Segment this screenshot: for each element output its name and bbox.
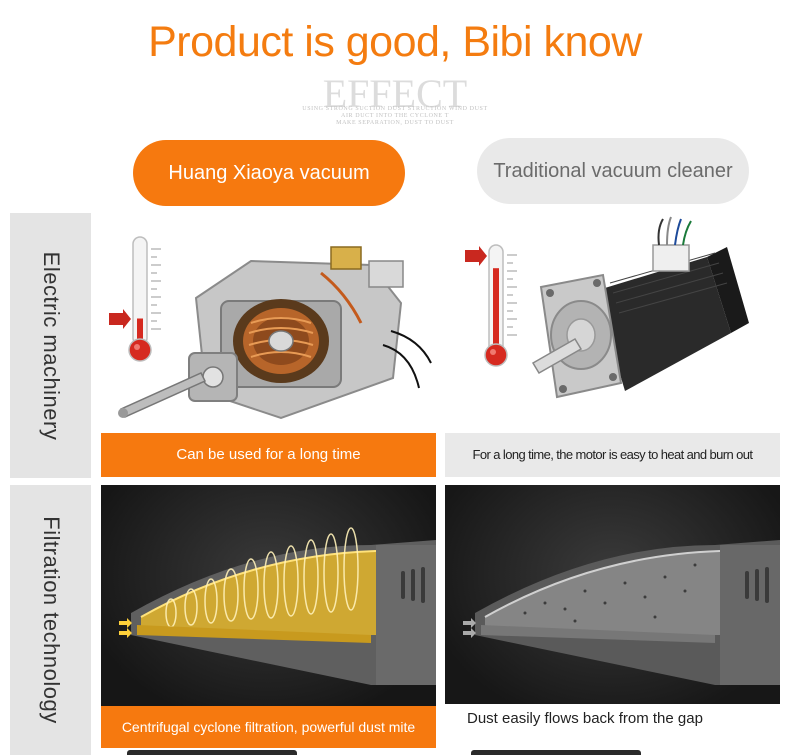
next-panel-edge-left — [101, 748, 436, 755]
effect-watermark: EFFECT — [322, 71, 468, 116]
our-product-pill: Huang Xiaoya vacuum cleaner — [133, 140, 405, 250]
motor-panel-left — [101, 213, 436, 433]
row-label-filtration-text: Filtration technology — [38, 516, 64, 724]
traditional-product-pill: Traditional vacuum cleaner — [477, 138, 749, 204]
row-label-electric: Electric machinery — [10, 213, 91, 478]
watermark-line-3: MAKE SEPARATION, DUST TO DUST — [336, 120, 454, 126]
watermark-line-2: AIR DUCT INTO THE CYCLONE T — [341, 113, 449, 119]
next-panel-edge-right — [445, 748, 780, 755]
motor-panel-right — [445, 213, 780, 433]
traditional-vacuum-image — [463, 540, 780, 685]
caption-filter-right: Dust easily flows back from the gap — [445, 704, 780, 734]
caption-motor-left: Can be used for a long time — [101, 433, 436, 477]
cyclone-vacuum-image — [119, 527, 436, 685]
thermo-left-fill — [137, 318, 143, 345]
page-title: Product is good, Bibi know — [148, 18, 642, 66]
filter-panel-right — [445, 485, 780, 710]
stepper-motor-image — [531, 216, 749, 399]
thermometer-low-icon — [109, 236, 161, 362]
caption-motor-right: For a long time, the motor is easy to he… — [445, 433, 780, 477]
watermark-line-1: USING STRONG SUCTION DUST STRUCTION WIND… — [302, 106, 488, 112]
filter-panel-left — [101, 485, 436, 710]
row-label-filtration: Filtration technology — [10, 485, 91, 755]
next-row-label-edge — [10, 748, 91, 755]
row-label-electric-text: Electric machinery — [38, 251, 64, 440]
universal-motor-image — [118, 246, 432, 420]
caption-filter-left: Centrifugal cyclone filtration, powerful… — [101, 706, 436, 748]
thermo-right-fill — [493, 268, 499, 353]
thermometer-high-icon — [465, 244, 517, 367]
